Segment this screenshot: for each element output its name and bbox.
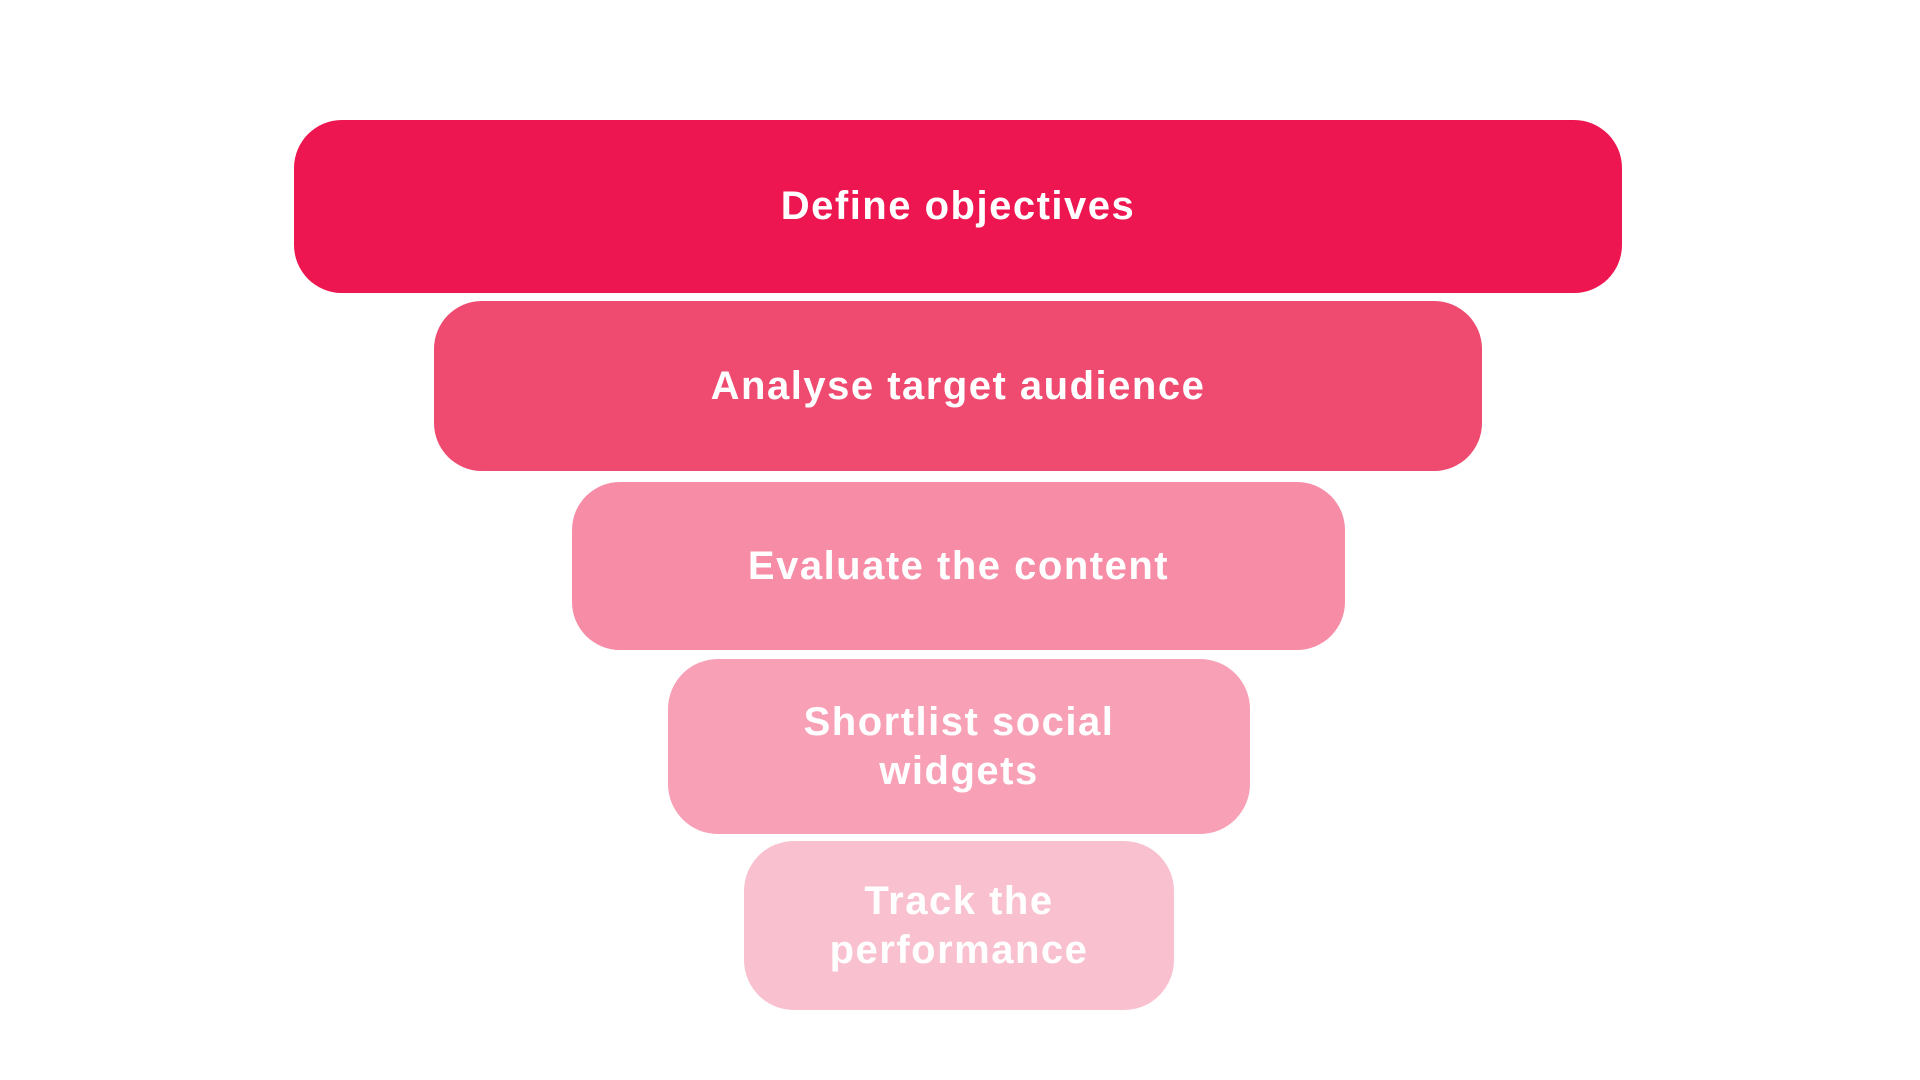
funnel-step-track-the-performance: Track the performance	[744, 841, 1174, 1010]
funnel-step-analyse-target-audience: Analyse target audience	[434, 301, 1482, 471]
funnel-step-label: Analyse target audience	[710, 363, 1206, 408]
funnel-step-define-objectives: Define objectives	[294, 120, 1622, 293]
funnel-step-label: Track the performance	[829, 878, 1089, 972]
funnel-step-shortlist-social-widgets: Shortlist social widgets	[668, 659, 1250, 834]
funnel-step-evaluate-the-content: Evaluate the content	[572, 482, 1345, 650]
funnel-step-label: Define objectives	[780, 184, 1136, 229]
funnel-step-label: Shortlist social widgets	[803, 699, 1115, 793]
funnel-step-label: Evaluate the content	[747, 543, 1170, 588]
